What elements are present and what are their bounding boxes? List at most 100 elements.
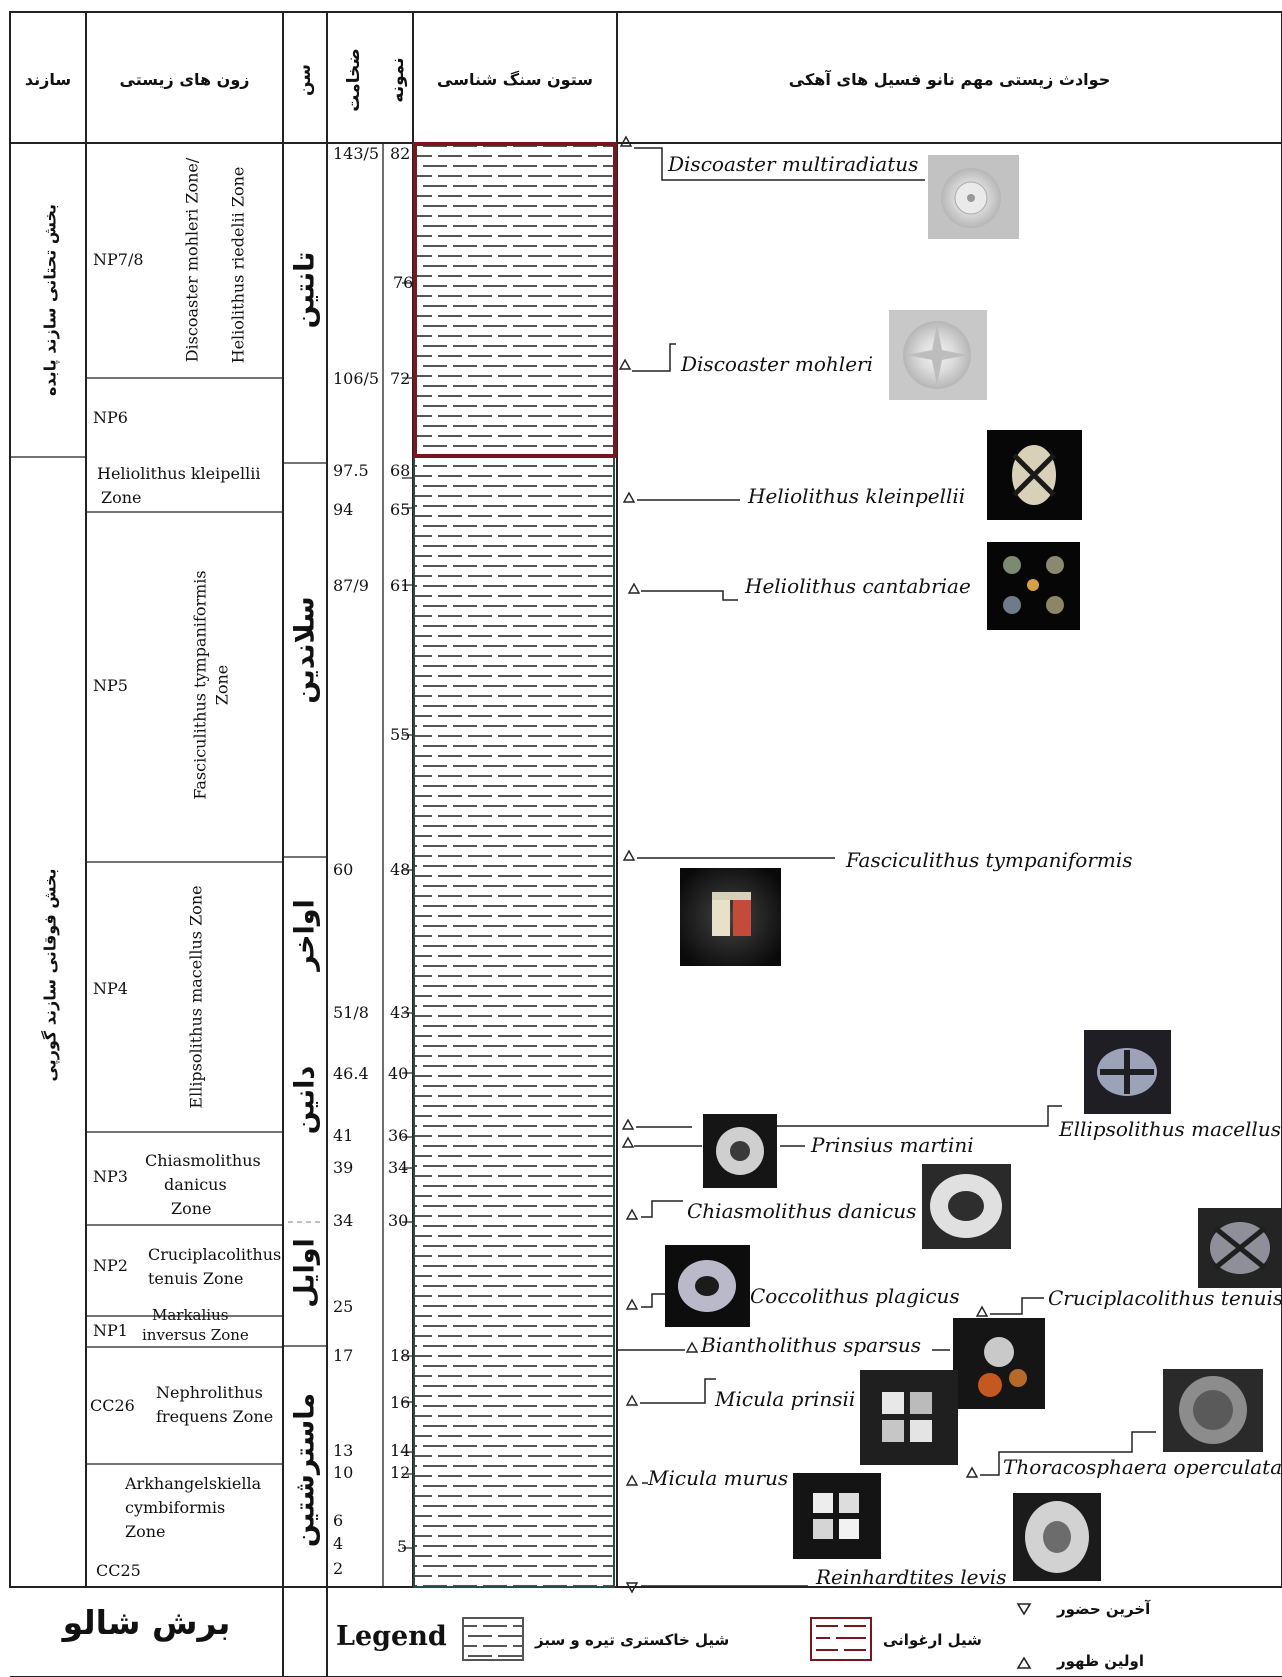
species-discoaster-multiradiatus: Discoaster multiradiatus: [668, 152, 919, 176]
thickness-value: 4: [333, 1534, 344, 1553]
formation-pabdeh: بخش تحتانی سازند پابده: [40, 203, 60, 397]
age-selandian: سلاندین: [289, 596, 321, 704]
sample-number: 5: [397, 1537, 408, 1556]
species-chiasmolithus-danicus: Chiasmolithus danicus: [687, 1199, 917, 1223]
thickness-value: 6: [333, 1511, 344, 1530]
formation-gurpi: بخش فوقانی سازند گورپی: [40, 868, 60, 1082]
first-occurrence-icon: [627, 582, 641, 594]
sample-number: 68: [390, 461, 411, 480]
zone-np3-line2: danicus: [164, 1175, 227, 1194]
first-occurrence-icon: [625, 1208, 639, 1220]
header-sample: نمونه: [388, 57, 408, 103]
photo-prinsius-martini: [703, 1114, 777, 1188]
zone-np1-code: NP1: [93, 1321, 128, 1340]
zone-cc25-line3: Zone: [125, 1522, 166, 1541]
species-cruciplacolithus-tenuis: Cruciplacolithus tenuis: [1048, 1286, 1282, 1310]
thickness-value: 97.5: [333, 461, 369, 480]
header-biozones: زون های زیستی: [119, 70, 250, 89]
first-occurrence-icon: [621, 1118, 635, 1130]
thickness-value: 17: [333, 1346, 354, 1365]
thickness-value: 87/9: [333, 576, 369, 595]
zone-cc25-line2: cymbiformis: [125, 1498, 226, 1517]
zone-cc25-code: CC25: [96, 1561, 141, 1580]
zone-cc26-code: CC26: [90, 1396, 135, 1415]
zone-np3-line3: Zone: [171, 1199, 212, 1218]
zone-cc25-line1: Arkhangelskiella: [125, 1474, 262, 1493]
sample-number: 18: [390, 1346, 411, 1365]
species-micula-prinsii: Micula prinsii: [715, 1387, 856, 1411]
sample-number: 76: [393, 273, 414, 292]
zone-cc26-line2: frequens Zone: [156, 1407, 274, 1426]
species-coccolithus-plagicus: Coccolithus plagicus: [750, 1284, 960, 1308]
header-thickness: ضخامت: [344, 48, 364, 112]
sample-number: 12: [390, 1463, 411, 1482]
photo-coccolithus-plagicus: [665, 1245, 750, 1327]
zone-cc26-line1: Nephrolithus: [156, 1383, 263, 1402]
thickness-value: 25: [333, 1297, 354, 1316]
thickness-value: 34: [333, 1211, 354, 1230]
legend-grey-shale-label: شیل خاکستری تیره و سبز: [535, 1631, 730, 1649]
zone-np78-code: NP7/8: [93, 250, 144, 269]
sample-number: 55: [390, 725, 411, 744]
photo-reinhardtites-levis: [1013, 1493, 1101, 1581]
thickness-value: 94: [333, 500, 354, 519]
sample-number: 30: [388, 1211, 409, 1230]
legend-last-occurrence-label: آخرین حضور: [1057, 1600, 1151, 1618]
purple-shale-unit: [413, 142, 617, 458]
photo-discoaster-mohleri: [889, 310, 987, 400]
photo-chiasmolithus-danicus: [922, 1164, 1011, 1249]
legend-first-occurrence-label: اولین ظهور: [1057, 1652, 1145, 1670]
photo-heliolithus-kleinpellii: [987, 430, 1082, 520]
zone-np1-line1: Markalius: [152, 1306, 229, 1324]
species-thoracosphaera-operculata: Thoracosphaera operculata: [1003, 1455, 1282, 1479]
legend-first-occurrence-icon: [1016, 1656, 1032, 1669]
first-occurrence-icon: [622, 849, 636, 861]
zone-np2-line2: tenuis Zone: [148, 1269, 244, 1288]
zone-np1-line2: inversus Zone: [142, 1326, 249, 1344]
header-age: سن: [295, 63, 315, 97]
first-occurrence-icon: [965, 1466, 979, 1478]
species-heliolithus-kleinpellii: Heliolithus kleinpellii: [748, 484, 966, 508]
age-late: اواخر: [289, 899, 321, 971]
species-micula-murus: Micula murus: [648, 1466, 789, 1490]
legend-title: Legend: [336, 1621, 447, 1652]
sample-number: 16: [390, 1393, 411, 1412]
age-thanetian: تانتین: [289, 251, 321, 329]
thickness-value: 143/5: [333, 144, 380, 163]
species-fasciculithus-tympaniformis: Fasciculithus tympaniformis: [846, 848, 1133, 872]
photo-thoracosphaera-operculata: [1163, 1369, 1263, 1452]
thickness-value: 106/5: [333, 369, 380, 388]
first-occurrence-icon: [625, 1394, 639, 1406]
thickness-value: 39: [333, 1158, 354, 1177]
sample-number: 36: [388, 1126, 409, 1145]
first-occurrence-icon: [622, 491, 636, 503]
photo-discoaster-multiradiatus: [928, 155, 1019, 239]
header-events: حوادث زیستی مهم نانو فسیل های آهکی: [788, 70, 1111, 89]
species-discoaster-mohleri: Discoaster mohleri: [681, 352, 873, 376]
first-occurrence-icon: [625, 1474, 639, 1486]
species-heliolithus-cantabriae: Heliolithus cantabriae: [745, 574, 971, 598]
first-occurrence-icon: [685, 1341, 699, 1353]
zone-np4-name: Ellipsolithus macellus Zone: [186, 885, 206, 1109]
zone-kleipellii-line2: Zone: [101, 488, 142, 507]
zone-kleipellii-line1: Heliolithus kleipellii: [97, 464, 261, 483]
photo-micula-prinsii: [860, 1370, 958, 1465]
sample-number: 14: [390, 1441, 411, 1460]
zone-np4-code: NP4: [93, 979, 128, 998]
legend-purple-shale-label: شیل ارغوانی: [883, 1631, 982, 1649]
first-occurrence-icon: [619, 135, 633, 147]
header-formation: سازند: [24, 70, 72, 89]
photo-ellipsolithus-macellus: [1084, 1030, 1171, 1114]
header-lithology: ستون سنگ شناسی: [437, 70, 593, 89]
sample-number: 34: [388, 1158, 409, 1177]
legend-grey-shale-swatch: [462, 1617, 524, 1661]
age-early: اوایل: [289, 1238, 321, 1308]
zone-np6-code: NP6: [93, 408, 128, 427]
sample-number: 65: [390, 500, 411, 519]
zone-np78-name-a: Discoaster mohleri Zone/: [182, 157, 202, 363]
zone-np3-line1: Chiasmolithus: [145, 1151, 261, 1170]
